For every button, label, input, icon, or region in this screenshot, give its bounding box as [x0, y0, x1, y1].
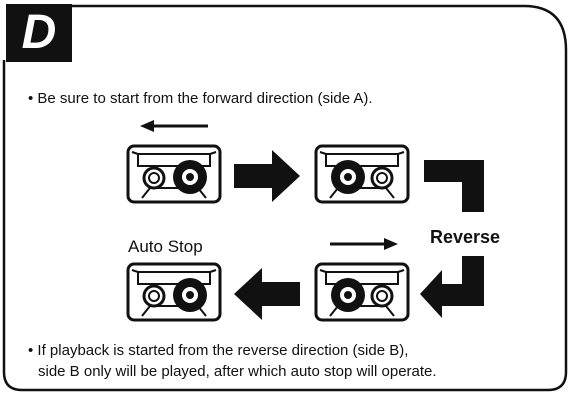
- cassette-reverse: [314, 262, 410, 322]
- reverse-arrow: [234, 268, 300, 320]
- right-direction-arrow: [330, 238, 398, 250]
- note-forward-start: • Be sure to start from the forward dire…: [28, 90, 373, 107]
- panel-border: [2, 4, 568, 392]
- left-direction-arrow: [140, 120, 208, 132]
- cassette-auto-stop: [126, 262, 222, 322]
- cassette-forward-1: [126, 144, 222, 204]
- cassette-forward-2: [314, 144, 410, 204]
- section-badge: D: [6, 4, 72, 62]
- forward-arrow: [234, 150, 300, 202]
- note-reverse-line1: • If playback is started from the revers…: [28, 342, 409, 359]
- auto-stop-label: Auto Stop: [128, 237, 203, 256]
- note-reverse-line2: side B only will be played, after which …: [38, 363, 437, 380]
- note-reverse-start: • If playback is started from the revers…: [28, 340, 437, 382]
- reverse-turn-arrow-top: [424, 160, 484, 212]
- reverse-turn-arrow-bottom: [420, 256, 484, 318]
- reverse-label: Reverse: [430, 227, 501, 247]
